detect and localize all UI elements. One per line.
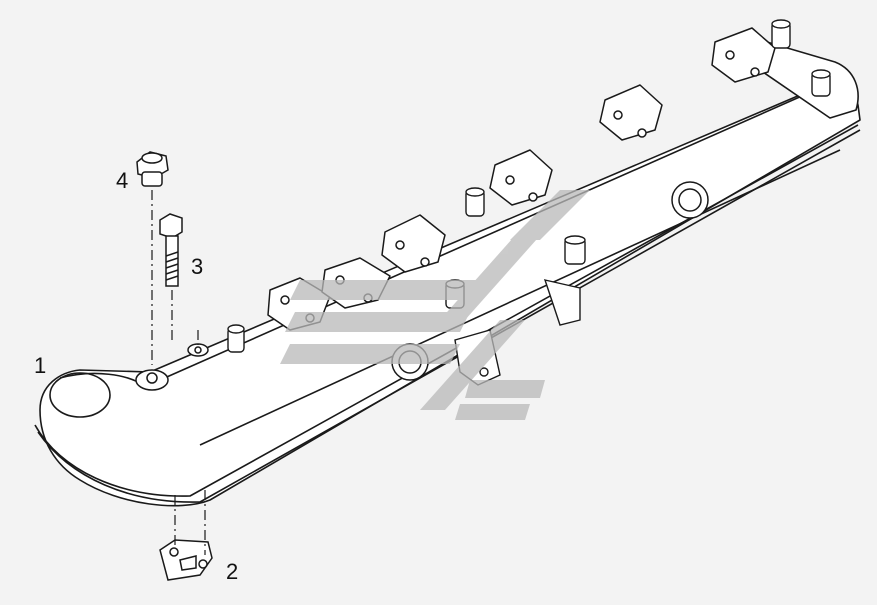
callout-2: 2 xyxy=(226,559,239,584)
callout-4: 4 xyxy=(116,168,129,193)
casing-edge-1 xyxy=(34,124,859,497)
flange-5 xyxy=(599,84,663,141)
sensor-port-2 xyxy=(671,181,709,219)
stud-6 xyxy=(811,69,831,97)
flange-4 xyxy=(489,149,553,206)
stud-4 xyxy=(564,235,586,265)
stud-1 xyxy=(227,324,245,353)
manifold-top-ridge xyxy=(159,87,821,381)
part-3-bolt xyxy=(159,213,183,287)
casing-edge-2 xyxy=(37,129,861,503)
mounting-boss xyxy=(135,343,209,391)
flange-6 xyxy=(711,27,776,83)
exhaust-manifold xyxy=(34,39,861,507)
part-2-gasket xyxy=(159,539,213,581)
flange-3 xyxy=(381,214,446,273)
watermark-logo xyxy=(280,190,590,420)
manifold-mid-line xyxy=(199,149,841,446)
inlet-opening xyxy=(49,372,111,418)
part-4-plug xyxy=(136,151,169,187)
assembly-lines xyxy=(151,190,206,555)
callout-1: 1 xyxy=(34,353,47,378)
callout-3: 3 xyxy=(191,254,204,279)
stud-5 xyxy=(771,19,791,49)
manifold-end-cap xyxy=(759,39,859,119)
stud-3 xyxy=(465,187,485,217)
